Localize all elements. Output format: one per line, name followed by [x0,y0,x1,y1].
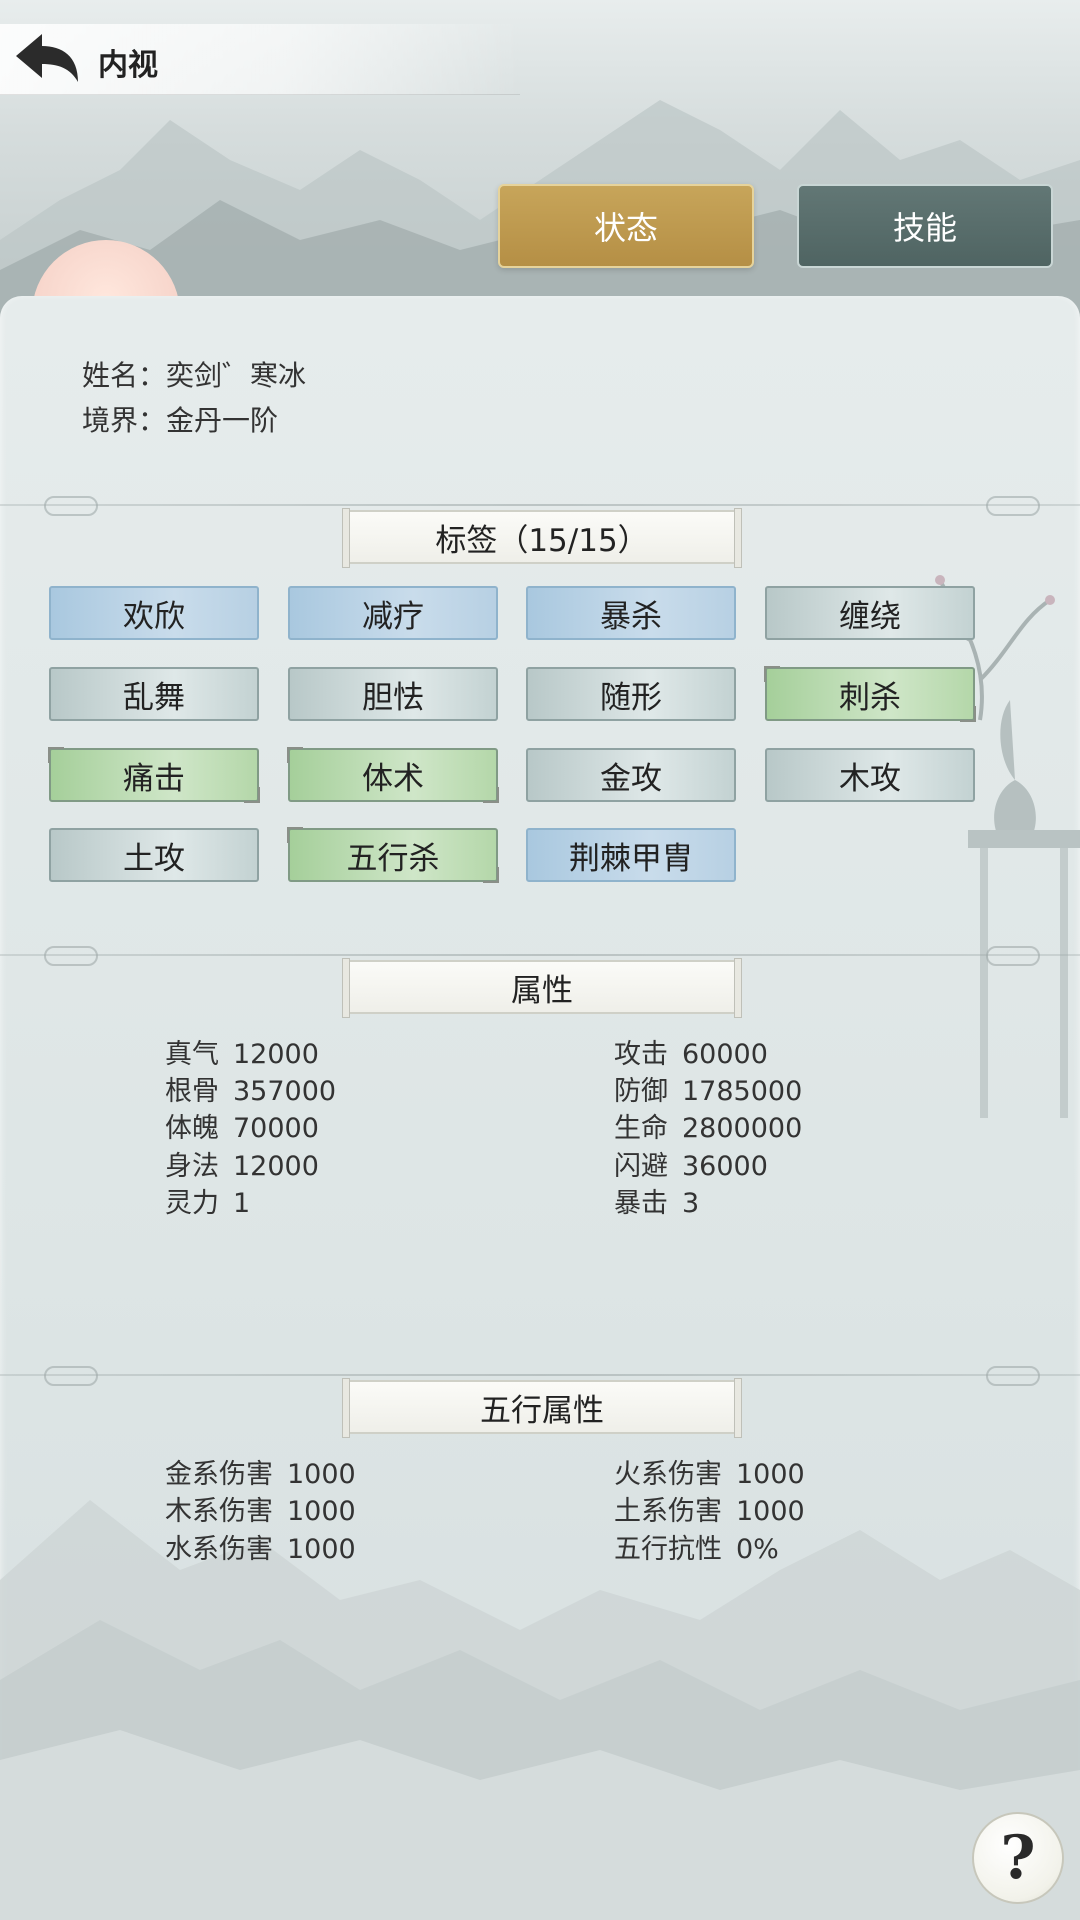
divider-curl-decoration [986,496,1040,516]
stat-row: 五行抗性 0% [614,1527,779,1566]
section-header-tags: 标签（15/15） [342,508,742,568]
stat-row: 水系伤害 1000 [165,1527,356,1566]
page-title: 内视 [98,48,158,83]
stat-row: 闪避 36000 [614,1144,768,1183]
stat-row: 火系伤害 1000 [614,1452,805,1491]
stat-value: 1000 [736,1459,805,1490]
stat-row: 灵力 1 [165,1181,250,1220]
tag-item[interactable]: 金攻 [526,748,736,802]
section-header-elements: 五行属性 [342,1378,742,1438]
stat-label: 五行抗性 [614,1534,722,1565]
tag-item[interactable]: 痛击 [48,747,260,803]
character-realm: 境界：金丹一阶 [82,399,278,439]
divider-line [0,954,1080,956]
back-arrow-icon[interactable] [12,30,82,86]
realm-value: 金丹一阶 [166,404,279,437]
stat-label: 暴击 [614,1188,668,1219]
tab-skills[interactable]: 技能 [797,184,1053,268]
stat-label: 身法 [165,1151,219,1182]
section-header-attributes: 属性 [342,958,742,1018]
tag-item[interactable]: 五行杀 [287,827,499,883]
divider-curl-decoration [44,1366,98,1386]
tag-item[interactable]: 木攻 [765,748,975,802]
stat-label: 木系伤害 [165,1496,273,1527]
stat-row: 土系伤害 1000 [614,1489,805,1528]
tag-item[interactable]: 胆怯 [288,667,498,721]
divider-line [0,504,1080,506]
stat-row: 身法 12000 [165,1144,319,1183]
top-bar [0,24,520,95]
stat-row: 真气 12000 [165,1032,319,1071]
stat-label: 根骨 [165,1076,219,1107]
stat-label: 灵力 [165,1188,219,1219]
tab-status[interactable]: 状态 [498,184,754,268]
tag-item[interactable]: 土攻 [49,828,259,882]
stat-value: 0% [736,1534,779,1565]
tag-item[interactable]: 暴杀 [526,586,736,640]
stat-label: 水系伤害 [165,1534,273,1565]
divider-curl-decoration [986,1366,1040,1386]
stat-label: 生命 [614,1113,668,1144]
divider-curl-decoration [44,496,98,516]
tag-item[interactable]: 欢欣 [49,586,259,640]
divider-curl-decoration [44,946,98,966]
mountains-bottom-decoration [0,1500,1080,1920]
divider-line [0,1374,1080,1376]
stat-value: 12000 [233,1039,319,1070]
tag-item[interactable]: 缠绕 [765,586,975,640]
tag-item[interactable]: 体术 [287,747,499,803]
stat-value: 2800000 [682,1113,803,1144]
stat-row: 防御 1785000 [614,1069,802,1108]
stat-row: 生命 2800000 [614,1106,802,1145]
name-label: 姓名： [82,359,167,392]
stat-row: 攻击 60000 [614,1032,768,1071]
stat-label: 攻击 [614,1039,668,1070]
stat-value: 36000 [682,1151,768,1182]
stat-value: 1000 [287,1496,356,1527]
stat-value: 3 [682,1188,700,1219]
stat-row: 暴击 3 [614,1181,699,1220]
tag-item[interactable]: 刺杀 [764,666,976,722]
character-name: 姓名：奕剑゛寒冰 [82,354,306,394]
stat-row: 木系伤害 1000 [165,1489,356,1528]
stat-value: 1000 [287,1534,356,1565]
stat-label: 土系伤害 [614,1496,722,1527]
divider-curl-decoration [986,946,1040,966]
stat-value: 1000 [736,1496,805,1527]
stat-value: 70000 [233,1113,319,1144]
stat-label: 闪避 [614,1151,668,1182]
stat-value: 357000 [233,1076,337,1107]
stat-value: 1 [233,1188,251,1219]
stat-label: 真气 [165,1039,219,1070]
stat-label: 防御 [614,1076,668,1107]
stat-value: 12000 [233,1151,319,1182]
stat-value: 1000 [287,1459,356,1490]
stat-value: 60000 [682,1039,768,1070]
stat-label: 火系伤害 [614,1459,722,1490]
tag-item[interactable]: 乱舞 [49,667,259,721]
help-button[interactable]: ? [972,1812,1064,1904]
stat-value: 1785000 [682,1076,803,1107]
stat-row: 金系伤害 1000 [165,1452,356,1491]
stat-label: 体魄 [165,1113,219,1144]
stat-row: 根骨 357000 [165,1069,336,1108]
stat-row: 体魄 70000 [165,1106,319,1145]
tag-item[interactable]: 随形 [526,667,736,721]
realm-label: 境界： [82,404,167,437]
name-value: 奕剑゛寒冰 [166,359,307,392]
stat-label: 金系伤害 [165,1459,273,1490]
tag-item[interactable]: 荆棘甲胄 [526,828,736,882]
tag-item[interactable]: 减疗 [288,586,498,640]
